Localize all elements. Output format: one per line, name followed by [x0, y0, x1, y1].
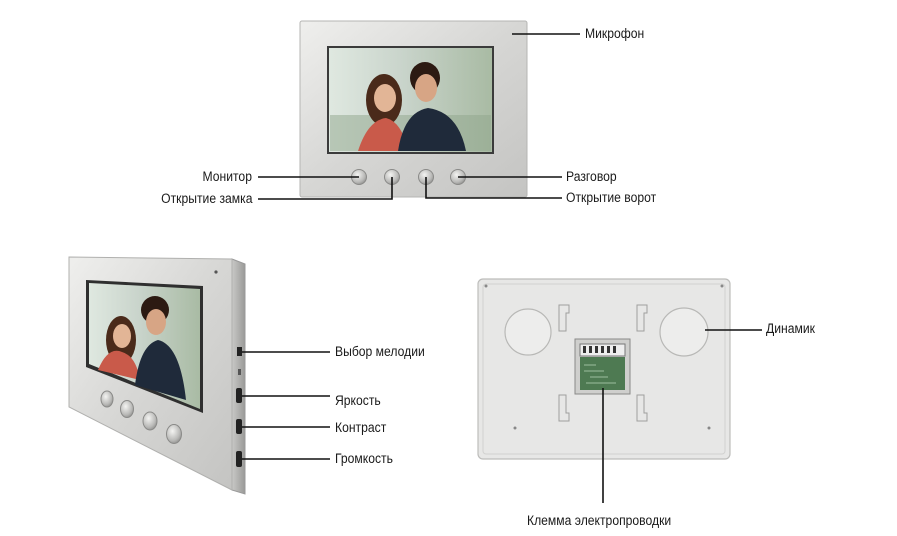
- label-gate-open: Открытие ворот: [566, 190, 657, 205]
- back-leads: [602, 329, 762, 503]
- label-unlock: Открытие замка: [160, 191, 252, 206]
- volume-knob-icon: [236, 451, 242, 467]
- left-vent-icon: [504, 308, 552, 356]
- back-view-panel: [477, 278, 731, 460]
- contrast-knob-icon: [236, 419, 242, 434]
- label-wiring-terminal: Клемма электропроводки: [527, 513, 672, 528]
- label-microphone: Микрофон: [585, 26, 645, 41]
- brightness-knob-icon: [236, 388, 242, 403]
- label-talk: Разговор: [566, 169, 617, 184]
- side-view-monitor: [68, 256, 246, 495]
- label-melody-select: Выбор мелодии: [335, 344, 425, 359]
- label-monitor: Монитор: [202, 169, 252, 184]
- label-volume: Громкость: [335, 451, 393, 466]
- label-contrast: Контраст: [335, 420, 387, 435]
- front-leads: [258, 33, 580, 200]
- side-leads: [242, 351, 330, 460]
- screen-photo: [330, 49, 491, 151]
- label-speaker: Динамик: [766, 321, 815, 336]
- melody-switch-icon: [237, 347, 242, 356]
- speaker-icon: [659, 307, 709, 357]
- front-view-monitor: [299, 20, 528, 198]
- label-brightness: Яркость: [335, 393, 381, 408]
